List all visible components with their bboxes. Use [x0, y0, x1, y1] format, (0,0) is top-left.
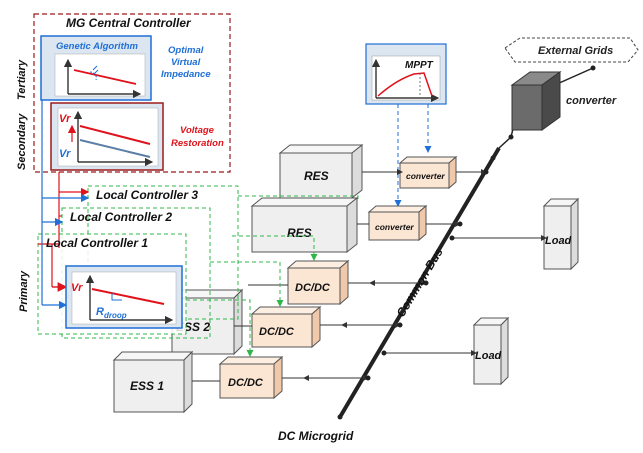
bus-node [381, 350, 387, 356]
droop-r-sub: droop [104, 311, 127, 320]
res-2-box [250, 196, 359, 254]
mppt-plot [371, 55, 441, 101]
droop-r-main: R [96, 306, 104, 318]
central-controller-region [33, 13, 231, 173]
ga-hint-marks [92, 65, 99, 75]
ga-angle-arc [89, 71, 97, 81]
vr-bottom-label: Vr [59, 148, 71, 160]
primary-layer-label: Primary [18, 270, 30, 312]
load-1-label: Load [545, 235, 572, 247]
dcdc-1-label: DC/DC [295, 282, 331, 294]
load-2-label: Load [475, 350, 502, 362]
converter-1-box [398, 155, 458, 190]
common-bus-label: Common Bus [394, 245, 446, 319]
converter-2-box [367, 204, 428, 242]
res-1-box [278, 143, 364, 200]
bus-node [365, 375, 371, 381]
lc3-signal-to-dcdc [232, 235, 318, 261]
voltage-restoration-label-2: Restoration [171, 138, 224, 149]
droop-line [91, 288, 165, 305]
ga-droop-line [73, 69, 137, 85]
droop-r-label: Rdroop [96, 306, 127, 320]
voltage-restoration-label-1: Voltage [180, 125, 215, 136]
vr-top-label: Vr [59, 113, 71, 125]
secondary-layer-label: Secondary [16, 113, 28, 170]
converter-1-label: converter [406, 171, 445, 181]
grid-converter-box [510, 71, 562, 131]
mppt-label: MPPT [405, 60, 434, 71]
grid-converter-label: converter [566, 95, 617, 107]
lc1-signal-to-dcdc [186, 299, 254, 357]
local-controller-2-label: Local Controller 2 [70, 210, 172, 224]
local-controller-3-label: Local Controller 3 [96, 188, 198, 202]
droop-slope-marker [111, 293, 122, 301]
load-2-box [472, 316, 510, 386]
bus-node [457, 221, 463, 227]
optimal-label-1: Optimal [168, 45, 204, 56]
optimal-label-2: Virtual [171, 57, 201, 68]
external-grid-label: External Grids [538, 45, 613, 57]
bus-to-grid-line [498, 136, 512, 149]
res-2-label: RES [287, 226, 312, 240]
converter-2-label: converter [375, 222, 414, 232]
droop-vr-label: Vr [71, 282, 83, 294]
external-grid-cloud [504, 37, 639, 63]
central-controller-title: MG Central Controller [66, 16, 192, 30]
vr-upper-droop [79, 125, 151, 145]
genetic-algorithm-label: Genetic Algorithm [56, 41, 139, 52]
vr-lower-droop [79, 139, 151, 158]
dcdc-3-label: DC/DC [228, 377, 264, 389]
ess-1-box [112, 350, 194, 414]
vr-plot [57, 107, 159, 167]
grid-node [508, 134, 514, 140]
lc2-signal-to-dcdc [210, 261, 284, 307]
tertiary-layer-label: Tertiary [16, 59, 28, 100]
ess-1-label: ESS 1 [130, 379, 164, 393]
grid-node [590, 65, 596, 71]
bus-node [337, 414, 343, 420]
local-controller-1-label: Local Controller 1 [46, 236, 148, 250]
res-1-label: RES [304, 169, 329, 183]
diagram-title: DC Microgrid [278, 429, 354, 443]
lc3-signal [238, 195, 359, 200]
dcdc-2-box [250, 305, 322, 349]
mppt-curve [377, 72, 433, 97]
bus-node [449, 235, 455, 241]
dcdc-2-label: DC/DC [259, 326, 295, 338]
bus-node [423, 280, 429, 286]
bus-node [490, 155, 496, 161]
load-1-box [542, 197, 580, 271]
optimal-label-3: Impedance [161, 69, 211, 80]
bus-node [483, 169, 489, 175]
dcdc-1-box [286, 259, 350, 306]
bus-node [397, 322, 403, 328]
